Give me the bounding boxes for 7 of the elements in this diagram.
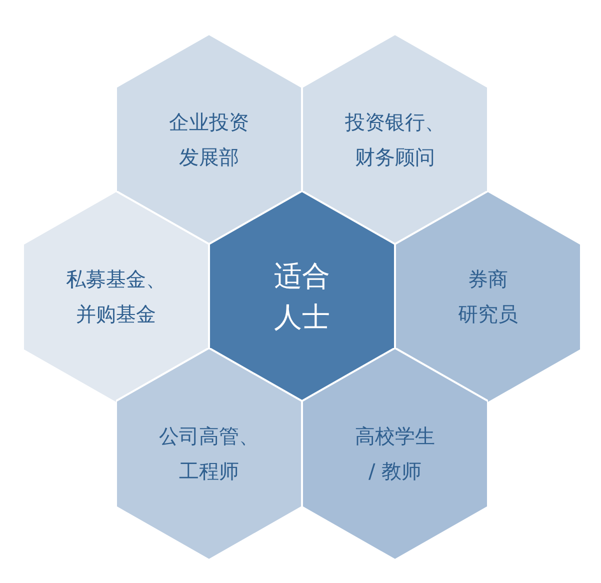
hexagon-label: 高校学生/ 教师 bbox=[354, 423, 436, 485]
hexagon-title: 适合人士 bbox=[273, 258, 331, 335]
hexagon-label: 企业投资发展部 bbox=[168, 109, 250, 171]
hexagon-label: 私募基金、并购基金 bbox=[65, 266, 167, 328]
hexagon-label: 公司高管、工程师 bbox=[158, 423, 260, 485]
hexagon-label: 投资银行、财务顾问 bbox=[344, 109, 446, 171]
hexagon-label: 券商研究员 bbox=[457, 266, 519, 328]
